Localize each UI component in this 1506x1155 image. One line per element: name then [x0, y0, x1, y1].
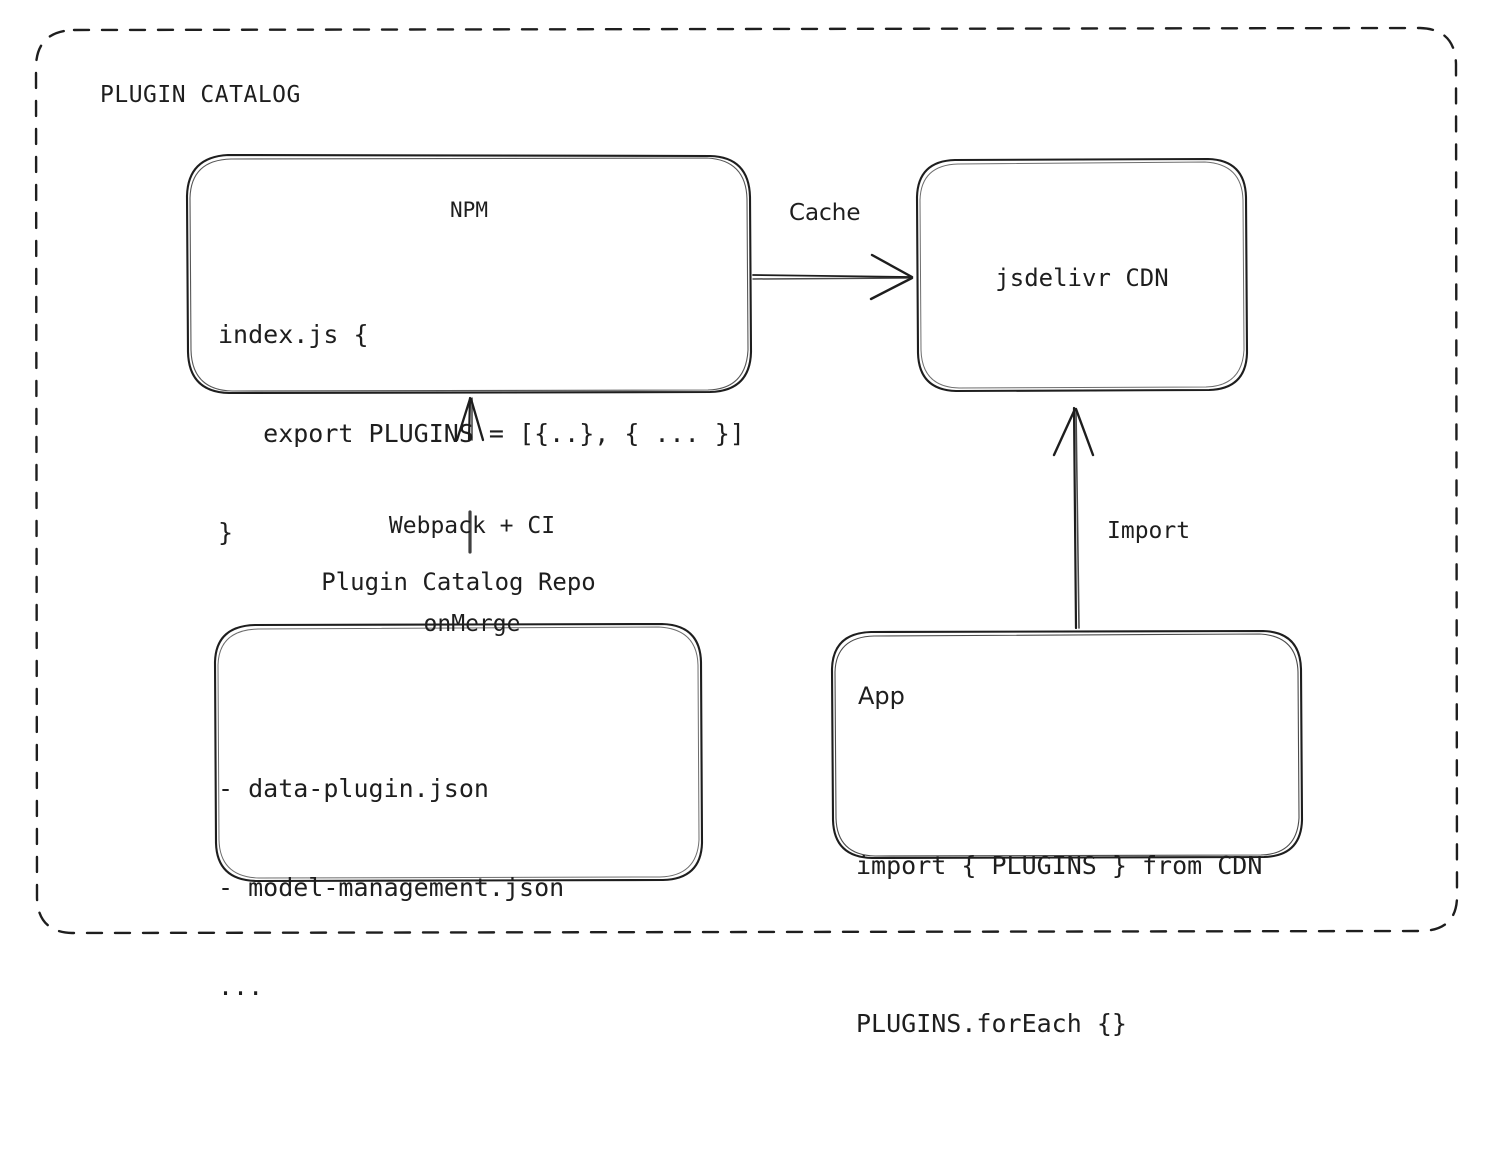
- cdn-node-title: jsdelivr CDN: [995, 264, 1169, 292]
- npm-code-line: index.js {: [218, 320, 369, 349]
- edge-label-webpack-ci: Webpack + CI onMerge: [313, 445, 631, 706]
- app-code-line: PLUGINS.forEach {}: [856, 1008, 1127, 1038]
- repo-file-line: - data-plugin.json: [218, 774, 489, 803]
- app-node-code: import { PLUGINS } from CDN PLUGINS.forE…: [856, 735, 1262, 1155]
- group-title: PLUGIN CATALOG: [100, 82, 301, 108]
- npm-code-line: export PLUGINS = [{..}, { ... }]: [218, 419, 745, 448]
- edge-label-import: Import: [1107, 518, 1191, 544]
- edge-label-line: Webpack + CI: [388, 513, 556, 540]
- repo-file-line: ...: [218, 972, 264, 1001]
- npm-node-code: index.js { export PLUGINS = [{..}, { ...…: [218, 252, 745, 615]
- repo-node-file-list: - data-plugin.json - model-management.js…: [218, 706, 564, 1069]
- npm-node-title: NPM: [450, 198, 488, 222]
- app-node-title: App: [858, 682, 905, 710]
- app-code-line: import { PLUGINS } from CDN: [856, 851, 1263, 880]
- edge-label-line: onMerge: [423, 611, 521, 638]
- repo-file-line: - model-management.json: [218, 873, 565, 902]
- repo-node-title: Plugin Catalog Repo: [321, 568, 596, 596]
- arrow-app-to-cdn: [1052, 406, 1095, 630]
- edge-label-cache: Cache: [789, 200, 861, 226]
- arrow-npm-to-cdn: [752, 253, 914, 301]
- npm-code-line: }: [218, 518, 234, 547]
- diagram-canvas: PLUGIN CATALOG NPM index.js { export PLU…: [34, 26, 1459, 1038]
